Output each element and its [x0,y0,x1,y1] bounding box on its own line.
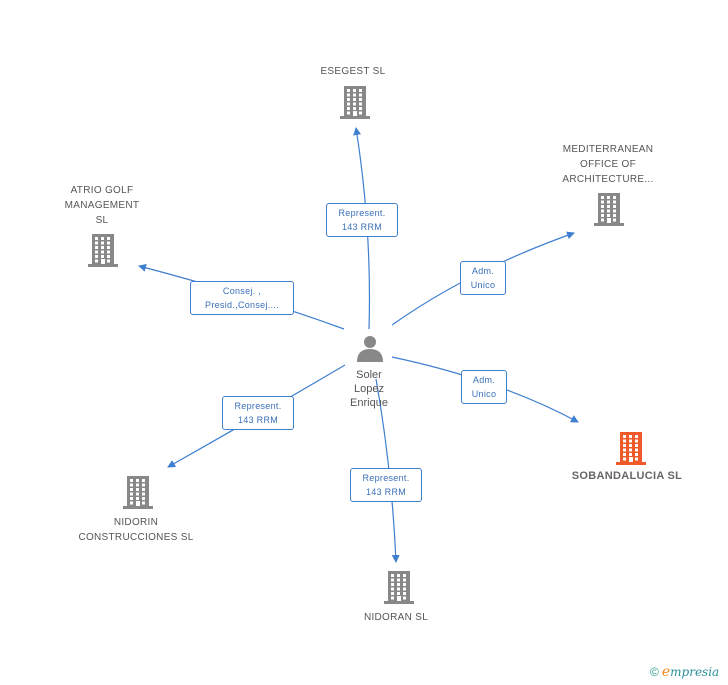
person-name-line: Enrique [350,397,388,409]
relation-line: Represent. [362,473,410,483]
relation-label-nidorin[interactable]: Represent. 143 RRM [222,396,294,430]
relation-line: 143 RRM [341,222,383,232]
person-name-line: Soler [356,369,382,381]
copyright-symbol: © [650,665,659,679]
company-name-line: NIDORAN SL [363,612,429,623]
relation-line: 143 RRM [237,415,279,425]
company-name-line: MEDITERRANEAN [562,144,654,155]
relation-line: Represent. [234,401,282,411]
footer-brand[interactable]: ©empresia [650,664,719,680]
relation-label-sobandalucia[interactable]: Adm. Unico [461,370,507,404]
relation-line: Unico [470,280,496,290]
company-label-nidoran[interactable]: NIDORAN SL [346,610,446,625]
company-name-line: OFFICE OF [579,159,637,170]
relation-line: Adm. [471,266,495,276]
company-label-sobandalucia[interactable]: SOBANDALUCIA SL [562,469,692,484]
relation-line: Consej. , [222,286,262,296]
building-icon[interactable] [616,432,646,465]
brand-logo-text: mpresia [670,665,720,679]
person-icon[interactable] [355,333,385,363]
relation-label-esegest[interactable]: Represent. 143 RRM [326,203,398,237]
company-name-line: SL [95,215,109,226]
company-name-line: ESEGEST SL [320,66,386,77]
company-name-line: ARCHITECTURE... [562,174,654,185]
building-icon[interactable] [123,476,153,509]
building-icon[interactable] [384,571,414,604]
brand-logo-e: e [661,664,671,680]
building-icon[interactable] [88,234,118,267]
company-name-line: NIDORIN [113,517,159,528]
relation-label-nidoran[interactable]: Represent. 143 RRM [350,468,422,502]
company-label-esegest[interactable]: ESEGEST SL [308,64,398,79]
building-icon[interactable] [594,193,624,226]
company-name-line: SOBANDALUCIA SL [571,470,683,482]
building-icon[interactable] [340,86,370,119]
company-label-nidorin[interactable]: NIDORIN CONSTRUCCIONES SL [66,515,206,545]
relation-line: Presid.,Consej.... [205,300,279,310]
relation-line: Adm. [472,375,496,385]
relation-label-atrio[interactable]: Consej. , Presid.,Consej.... [190,281,294,315]
person-name[interactable]: Soler Lopez Enrique [338,368,400,410]
company-name-line: ATRIO GOLF [70,185,134,196]
relation-label-mediterranean[interactable]: Adm. Unico [460,261,506,295]
relation-line: Represent. [338,208,386,218]
company-name-line: CONSTRUCCIONES SL [78,532,194,543]
relation-line: 143 RRM [365,487,407,497]
relation-line: Unico [471,389,497,399]
person-name-line: Lopez [354,383,384,395]
company-name-line: MANAGEMENT [64,200,140,211]
company-label-mediterranean[interactable]: MEDITERRANEAN OFFICE OF ARCHITECTURE... [548,142,668,187]
company-label-atrio[interactable]: ATRIO GOLF MANAGEMENT SL [52,183,152,228]
